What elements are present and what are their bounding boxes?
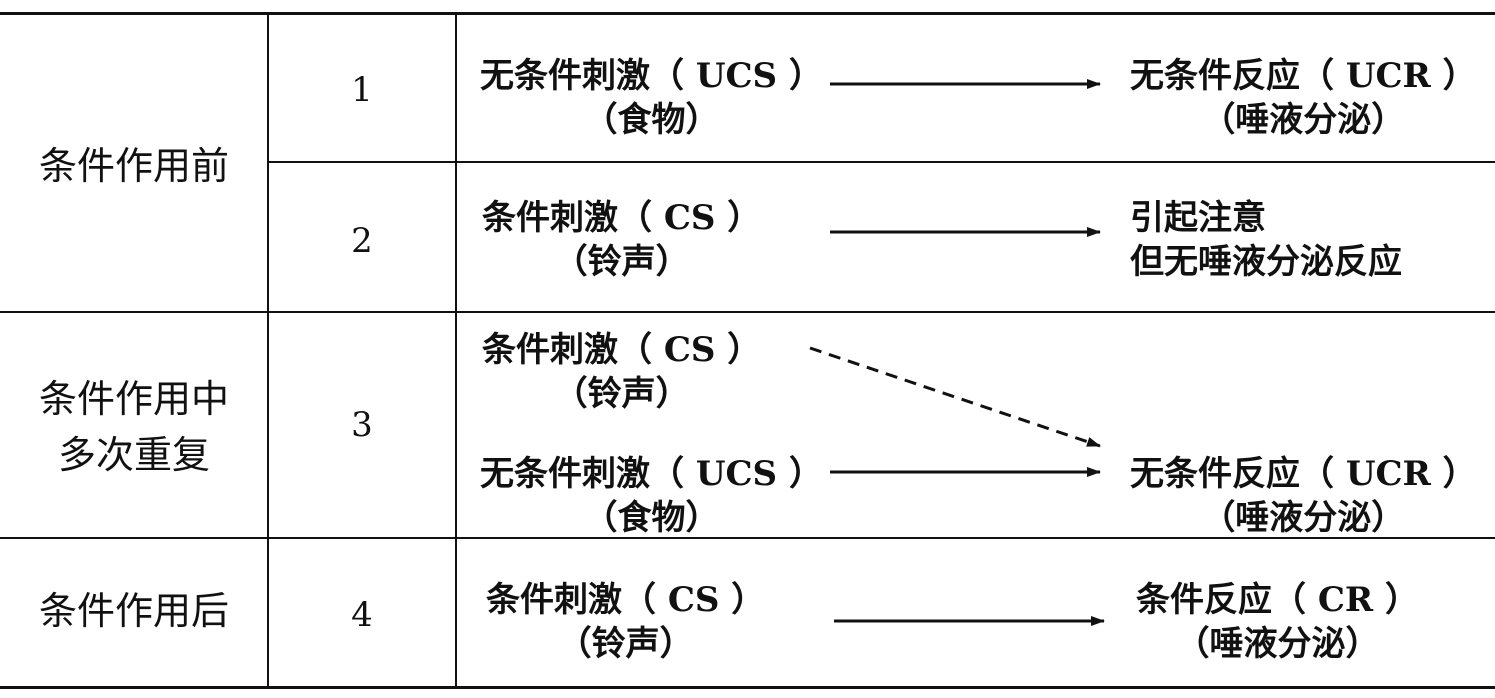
stimulus-ucs-row1: 无条件刺激（ UCS ） （食物） xyxy=(480,54,823,142)
response-line-1: 引起注意 xyxy=(1130,198,1266,238)
stimulus-label: 条件刺激（ CS ） xyxy=(482,198,762,238)
phase-during-line-2: 多次重复 xyxy=(57,433,210,477)
stimulus-label: 无条件刺激（ UCS ） xyxy=(480,454,823,494)
phase-before: 条件作用前 xyxy=(38,144,229,188)
response-cr-row4: 条件反应（ CR ） （唾液分泌） xyxy=(1136,578,1419,666)
stimulus-label: 条件刺激（ CS ） xyxy=(482,330,762,370)
response-label: 条件反应（ CR ） xyxy=(1136,580,1419,620)
response-label: 无条件反应（ UCR ） xyxy=(1130,56,1477,96)
row-divider-phase-2 xyxy=(0,537,1495,539)
column-divider-1 xyxy=(267,12,269,688)
row-divider-phase-1 xyxy=(0,311,1495,313)
stimulus-example: （铃声） xyxy=(557,624,694,664)
response-ucr-row1: 无条件反应（ UCR ） （唾液分泌） xyxy=(1130,54,1477,142)
step-number-1: 1 xyxy=(351,70,373,110)
step-number-4: 4 xyxy=(351,595,373,635)
column-divider-2 xyxy=(455,12,457,688)
response-example: （唾液分泌） xyxy=(1175,624,1380,664)
response-example: （唾液分泌） xyxy=(1201,100,1406,140)
step-number-3: 3 xyxy=(351,405,373,445)
stimulus-label: 条件刺激（ CS ） xyxy=(486,580,766,620)
stimulus-cs-row3: 条件刺激（ CS ） （铃声） xyxy=(482,328,761,416)
arrow-row3-dashed xyxy=(809,346,1101,448)
top-rule xyxy=(0,12,1495,15)
stimulus-example: （食物） xyxy=(583,498,720,538)
stimulus-ucs-row3: 无条件刺激（ UCS ） （食物） xyxy=(480,452,823,540)
bottom-rule xyxy=(0,686,1495,689)
response-ucr-row3: 无条件反应（ UCR ） （唾液分泌） xyxy=(1130,452,1477,540)
phase-after: 条件作用后 xyxy=(38,589,229,633)
stimulus-example: （铃声） xyxy=(553,374,690,414)
stimulus-example: （铃声） xyxy=(553,242,690,282)
response-example: （唾液分泌） xyxy=(1201,498,1406,538)
stimulus-label: 无条件刺激（ UCS ） xyxy=(480,56,823,96)
response-line-2: 但无唾液分泌反应 xyxy=(1130,242,1402,282)
step-number-2: 2 xyxy=(351,221,373,261)
stimulus-cs-row2: 条件刺激（ CS ） （铃声） xyxy=(482,196,761,284)
row-divider-1-2 xyxy=(268,161,1495,163)
response-label: 无条件反应（ UCR ） xyxy=(1130,454,1477,494)
phase-during-line-1: 条件作用中 xyxy=(38,377,229,421)
phase-during: 条件作用中 多次重复 xyxy=(0,371,268,483)
stimulus-cs-row4: 条件刺激（ CS ） （铃声） xyxy=(486,578,765,666)
response-attention-row2: 引起注意 但无唾液分泌反应 xyxy=(1130,196,1402,284)
stimulus-example: （食物） xyxy=(583,100,720,140)
